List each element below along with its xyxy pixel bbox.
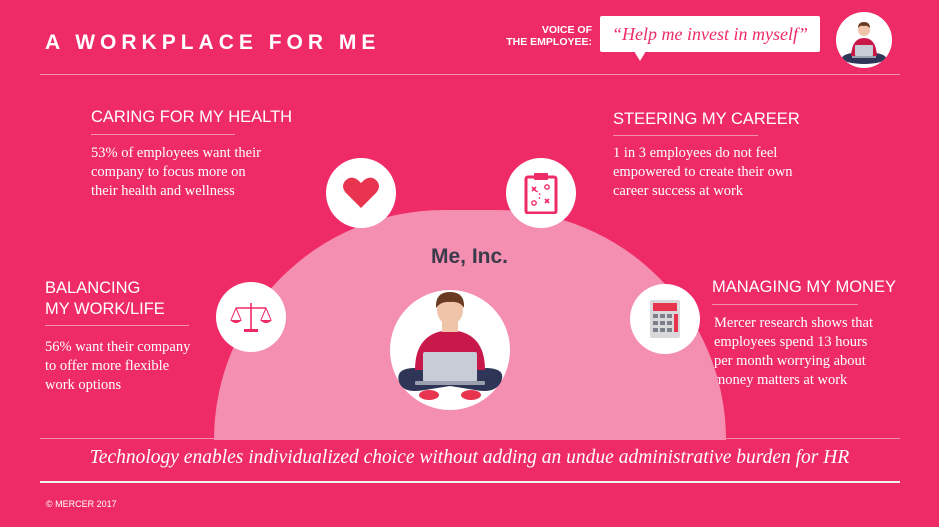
money-text-line: Mercer research shows that <box>714 315 874 331</box>
worklife-heading: BALANCING MY WORK/LIFE <box>45 278 165 320</box>
money-text-line: money matters at work <box>714 372 848 388</box>
health-heading: CARING FOR MY HEALTH <box>91 108 293 126</box>
career-heading: STEERING MY CAREER <box>613 110 800 128</box>
career-text-line: empowered to create their own <box>613 164 793 180</box>
worklife-heading-line2: MY WORK/LIFE <box>45 300 165 318</box>
employee-avatar-icon <box>836 12 892 68</box>
career-text: 1 in 3 employees do not feel empowered t… <box>613 144 793 201</box>
worklife-text-line: to offer more flexible <box>45 358 170 374</box>
money-icon-circle <box>630 284 700 354</box>
career-heading-rule <box>613 135 758 136</box>
header-divider <box>40 74 900 75</box>
career-text-line: 1 in 3 employees do not feel <box>613 145 778 161</box>
footer-tagline: Technology enables individualized choice… <box>89 447 850 468</box>
career-icon-circle <box>506 158 576 228</box>
clipboard-strategy-icon <box>524 173 558 214</box>
voice-label-line2: THE EMPLOYEE: <box>506 36 592 48</box>
worklife-icon-circle <box>216 282 286 352</box>
calculator-icon <box>650 300 680 338</box>
worklife-heading-line1: BALANCING <box>45 279 141 297</box>
health-text-line: their health and wellness <box>91 183 235 199</box>
money-heading: MANAGING MY MONEY <box>712 278 896 296</box>
worklife-text: 56% want their company to offer more fle… <box>45 338 190 395</box>
money-text-line: employees spend 13 hours <box>714 334 868 350</box>
worklife-heading-rule <box>45 325 189 326</box>
worklife-text-line: 56% want their company <box>45 339 191 355</box>
center-figure-circle <box>390 290 510 410</box>
heart-icon <box>343 177 379 208</box>
footer-divider <box>40 481 900 483</box>
health-icon-circle <box>326 158 396 228</box>
career-text-line: career success at work <box>613 183 744 199</box>
voice-of-employee-label: VOICE OF THE EMPLOYEE: <box>500 24 592 48</box>
health-heading-rule <box>91 134 235 135</box>
health-text-line: 53% of employees want their <box>91 145 261 161</box>
money-heading-rule <box>712 304 858 305</box>
page-title: A WORKPLACE FOR ME <box>45 31 381 54</box>
voice-label-line1: VOICE OF <box>541 24 592 36</box>
money-text: Mercer research shows that employees spe… <box>714 314 873 390</box>
quote-bubble: “Help me invest in myself” <box>600 16 820 61</box>
copyright-notice: © MERCER 2017 <box>46 499 117 509</box>
worklife-text-line: work options <box>45 377 122 393</box>
money-text-line: per month worrying about <box>714 353 866 369</box>
balance-scale-icon <box>230 303 272 332</box>
health-text: 53% of employees want their company to f… <box>91 144 261 201</box>
center-label: Me, Inc. <box>430 245 509 268</box>
health-text-line: company to focus more on <box>91 164 246 180</box>
dome-baseline <box>40 438 900 439</box>
person-with-laptop-icon <box>398 292 503 400</box>
